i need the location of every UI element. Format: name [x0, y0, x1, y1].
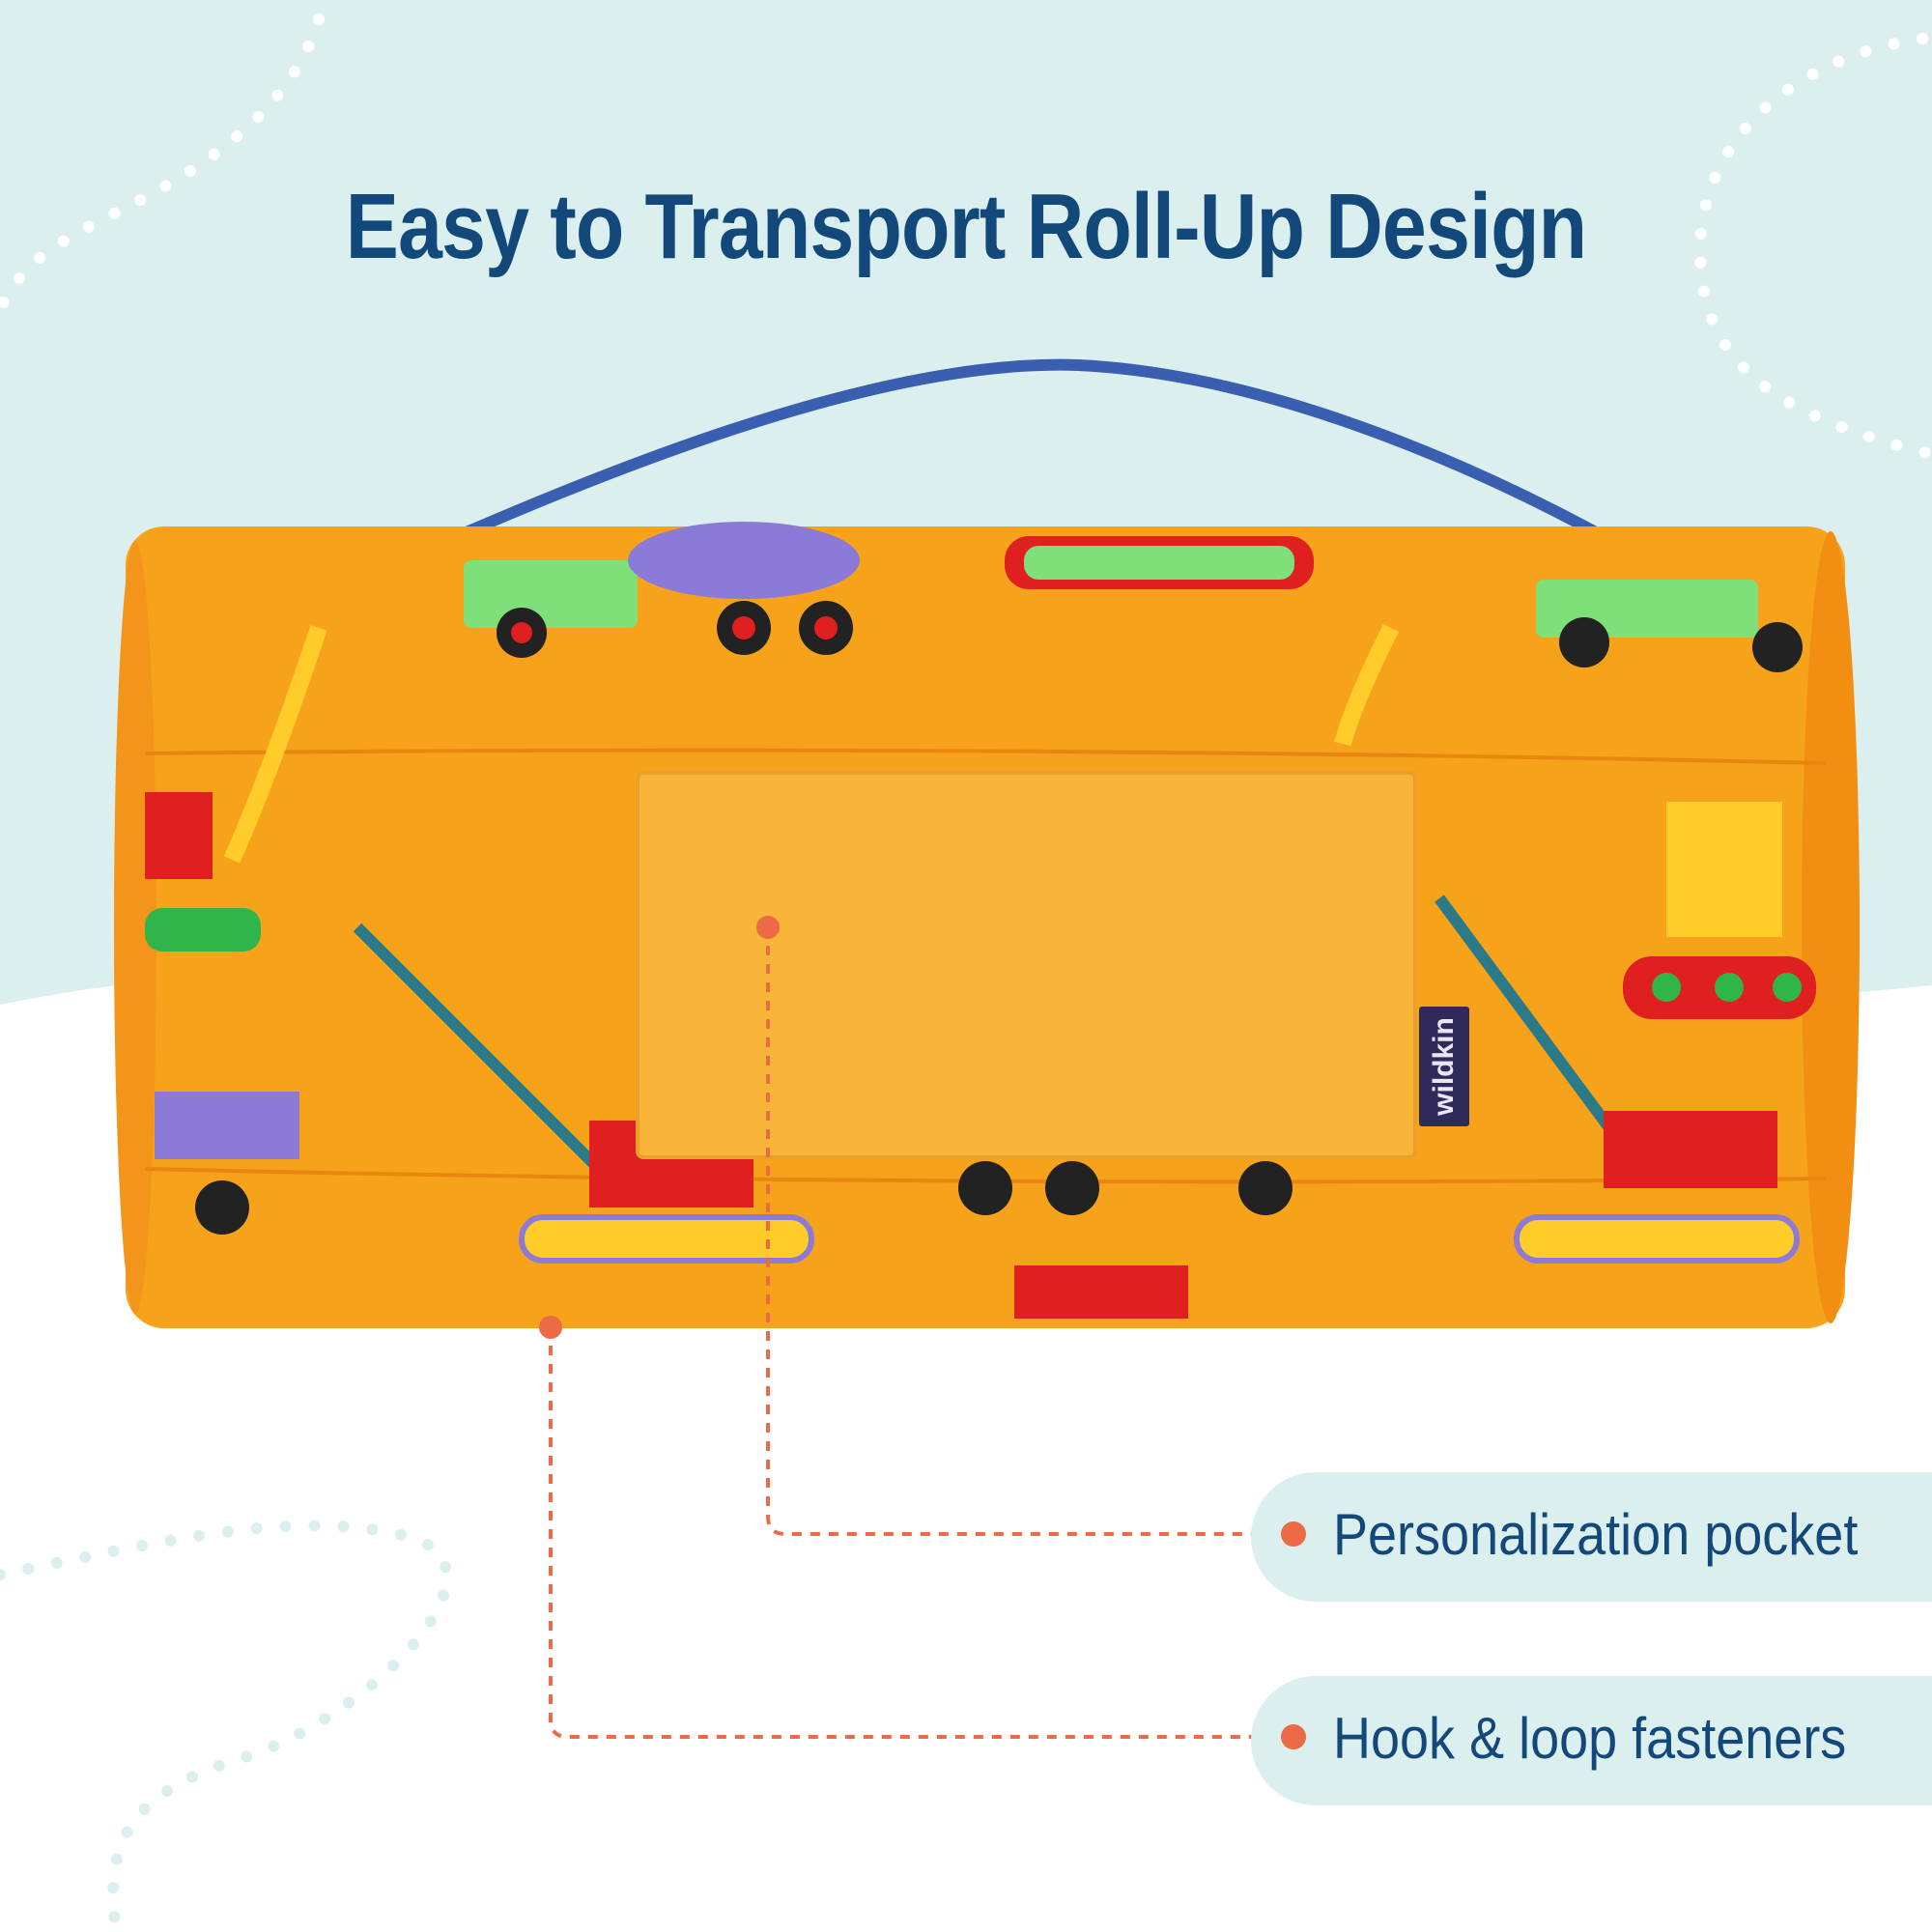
- brand-tag-text: wildkin: [1428, 1017, 1460, 1116]
- decorative-dotted-curves: [0, 14, 1932, 460]
- callout-hook-loop-fasteners: Hook & loop fasteners: [1251, 1676, 1932, 1805]
- brand-tag: wildkin: [1419, 1007, 1469, 1126]
- page-title: Easy to Transport Roll-Up Design: [345, 175, 1587, 278]
- callout-personalization-pocket: Personalization pocket: [1251, 1472, 1932, 1602]
- carry-handle: [403, 358, 1618, 564]
- callout-label: Personalization pocket: [1333, 1502, 1859, 1567]
- callout-label: Hook & loop fasteners: [1333, 1706, 1847, 1771]
- personalization-pocket: [636, 771, 1417, 1159]
